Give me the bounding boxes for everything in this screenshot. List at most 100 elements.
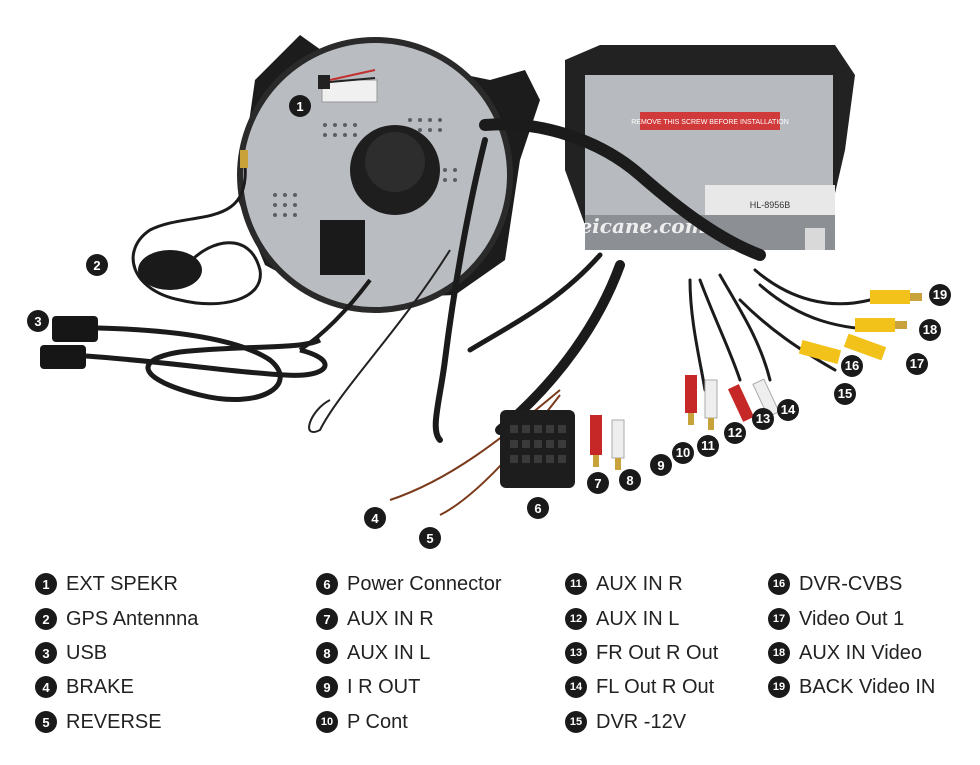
legend-label: FL Out R Out bbox=[596, 675, 715, 698]
legend-item-8: 8 AUX IN L bbox=[316, 639, 430, 667]
callout-16: 16 bbox=[841, 355, 863, 377]
legend-number: 17 bbox=[768, 608, 790, 630]
svg-text:1: 1 bbox=[296, 99, 303, 114]
callout-10: 10 bbox=[672, 442, 694, 464]
svg-text:15: 15 bbox=[838, 386, 852, 401]
legend-item-10: 10 P Cont bbox=[316, 708, 408, 736]
legend-label: REVERSE bbox=[66, 710, 162, 733]
svg-text:10: 10 bbox=[676, 445, 690, 460]
unit-warning-sticker: REMOVE THIS SCREW BEFORE INSTALLATION bbox=[631, 119, 789, 126]
callout-18: 18 bbox=[919, 319, 941, 341]
svg-text:7: 7 bbox=[594, 476, 601, 491]
legend-item-5: 5 REVERSE bbox=[35, 708, 162, 736]
svg-text:3: 3 bbox=[34, 314, 41, 329]
watermark: Seicane.com bbox=[565, 214, 706, 238]
legend-number: 4 bbox=[35, 676, 57, 698]
svg-text:14: 14 bbox=[781, 402, 796, 417]
legend-label: Video Out 1 bbox=[799, 607, 905, 630]
svg-text:6: 6 bbox=[534, 501, 541, 516]
callout-17: 17 bbox=[906, 353, 928, 375]
legend-number: 19 bbox=[768, 676, 790, 698]
callout-13: 13 bbox=[752, 408, 774, 430]
legend-item-2: 2 GPS Antennna bbox=[35, 605, 198, 633]
unit-model-label: HL-8956B bbox=[750, 200, 791, 210]
callout-9: 9 bbox=[650, 454, 672, 476]
rca-plugs bbox=[590, 290, 922, 470]
legend-number: 1 bbox=[35, 573, 57, 595]
usb-cables bbox=[40, 278, 372, 402]
legend-number: 10 bbox=[316, 711, 338, 733]
legend-label: AUX IN L bbox=[596, 607, 680, 630]
legend-label: FR Out R Out bbox=[596, 641, 719, 664]
legend-label: AUX IN Video bbox=[799, 641, 923, 664]
svg-text:8: 8 bbox=[626, 473, 633, 488]
gps-antenna bbox=[131, 150, 262, 306]
legend-label: Power Connector bbox=[347, 572, 502, 595]
speaker-bracket bbox=[237, 35, 540, 313]
legend-label: DVR -12V bbox=[596, 710, 687, 733]
legend-number: 12 bbox=[565, 608, 587, 630]
product-wiring-photo: REMOVE THIS SCREW BEFORE INSTALLATION HL… bbox=[27, 35, 951, 549]
callout-12: 12 bbox=[724, 422, 746, 444]
legend-number: 14 bbox=[565, 676, 587, 698]
svg-text:18: 18 bbox=[923, 322, 937, 337]
legend-item-15: 15 DVR -12V bbox=[565, 708, 686, 736]
callout-8: 8 bbox=[619, 469, 641, 491]
svg-text:9: 9 bbox=[657, 458, 664, 473]
legend-label: EXT SPEKR bbox=[66, 572, 178, 595]
legend-number: 16 bbox=[768, 573, 790, 595]
legend-number: 15 bbox=[565, 711, 587, 733]
legend-item-11: 11 AUX IN R bbox=[565, 570, 683, 598]
svg-text:19: 19 bbox=[933, 287, 947, 302]
legend-label: AUX IN R bbox=[596, 572, 683, 595]
legend-item-6: 6 Power Connector bbox=[316, 570, 502, 598]
legend-number: 13 bbox=[565, 642, 587, 664]
power-connector bbox=[500, 410, 575, 488]
legend-number: 2 bbox=[35, 608, 57, 630]
legend-label: GPS Antennna bbox=[66, 607, 199, 630]
svg-text:2: 2 bbox=[93, 258, 100, 273]
legend-item-7: 7 AUX IN R bbox=[316, 605, 434, 633]
legend-item-1: 1 EXT SPEKR bbox=[35, 570, 178, 598]
legend-number: 9 bbox=[316, 676, 338, 698]
legend-label: AUX IN R bbox=[347, 607, 434, 630]
callout-6: 6 bbox=[527, 497, 549, 519]
legend-number: 8 bbox=[316, 642, 338, 664]
callout-2: 2 bbox=[86, 254, 108, 276]
callout-3: 3 bbox=[27, 310, 49, 332]
callout-5: 5 bbox=[419, 527, 441, 549]
callout-15: 15 bbox=[834, 383, 856, 405]
legend-item-19: 19 BACK Video IN bbox=[768, 673, 935, 701]
svg-text:13: 13 bbox=[756, 411, 770, 426]
legend-item-3: 3 USB bbox=[35, 639, 107, 667]
svg-text:12: 12 bbox=[728, 425, 742, 440]
legend-item-17: 17 Video Out 1 bbox=[768, 605, 904, 633]
callout-11: 11 bbox=[697, 435, 719, 457]
callout-14: 14 bbox=[777, 399, 799, 421]
legend-item-13: 13 FR Out R Out bbox=[565, 639, 718, 667]
legend-number: 18 bbox=[768, 642, 790, 664]
callout-19: 19 bbox=[929, 284, 951, 306]
svg-text:16: 16 bbox=[845, 358, 859, 373]
legend-item-18: 18 AUX IN Video bbox=[768, 639, 922, 667]
svg-text:5: 5 bbox=[426, 531, 433, 546]
callout-7: 7 bbox=[587, 472, 609, 494]
legend-number: 11 bbox=[565, 573, 587, 595]
legend-label: AUX IN L bbox=[347, 641, 431, 664]
legend-item-16: 16 DVR-CVBS bbox=[768, 570, 902, 598]
legend-number: 5 bbox=[35, 711, 57, 733]
legend-label: BACK Video IN bbox=[799, 675, 936, 698]
legend-item-12: 12 AUX IN L bbox=[565, 605, 679, 633]
legend-label: P Cont bbox=[347, 710, 408, 733]
legend-label: USB bbox=[66, 641, 108, 664]
legend-label: DVR-CVBS bbox=[799, 572, 903, 595]
legend-number: 7 bbox=[316, 608, 338, 630]
callout-4: 4 bbox=[364, 507, 386, 529]
legend-item-14: 14 FL Out R Out bbox=[565, 673, 714, 701]
svg-text:4: 4 bbox=[371, 511, 379, 526]
legend-number: 6 bbox=[316, 573, 338, 595]
legend-number: 3 bbox=[35, 642, 57, 664]
